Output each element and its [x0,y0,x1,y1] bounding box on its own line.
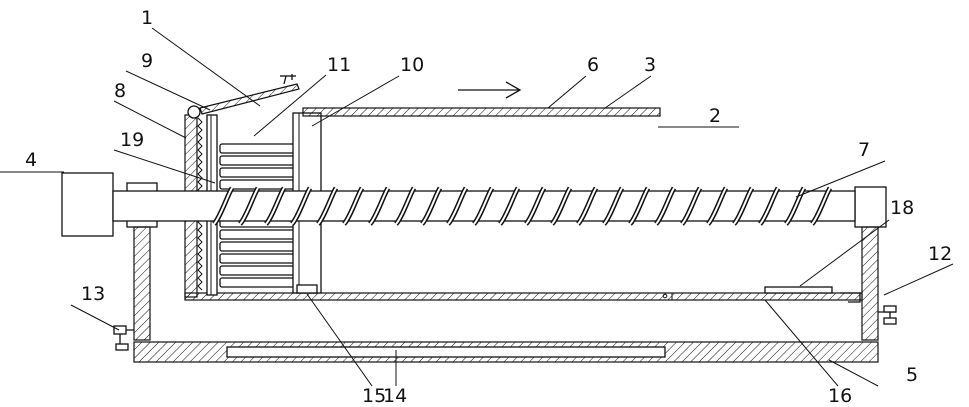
motor [62,173,113,236]
label-2: 2 [709,105,721,127]
drain-valve-left [114,326,134,350]
bottom-plate [227,347,665,357]
pad [765,287,832,293]
trough-floor [185,293,862,300]
label-3: 3 [644,54,656,76]
label-13: 13 [81,283,105,305]
sensor-block [297,285,317,293]
top-cover-plate [303,108,660,116]
label-16: 16 [828,385,852,407]
shaft-bearing-right [855,187,886,227]
tank-left-wall [134,227,150,340]
lid-handle [280,74,296,84]
label-4: 4 [25,149,37,171]
label-12: 12 [928,243,952,265]
label-11: 11 [327,54,351,76]
label-7: 7 [858,139,870,161]
label-9: 9 [141,50,153,72]
label-6: 6 [587,54,599,76]
hinge [188,106,200,118]
label-19: 19 [120,129,144,151]
label-14: 14 [383,385,407,407]
label-5: 5 [906,364,918,386]
label-18: 18 [890,197,914,219]
direction-arrow [458,82,520,98]
drain-valve-right [878,306,896,324]
label-15: 15 [362,385,386,407]
label-10: 10 [400,54,424,76]
tank-right-wall [862,227,878,340]
label-8: 8 [114,80,126,102]
label-1: 1 [141,7,153,29]
